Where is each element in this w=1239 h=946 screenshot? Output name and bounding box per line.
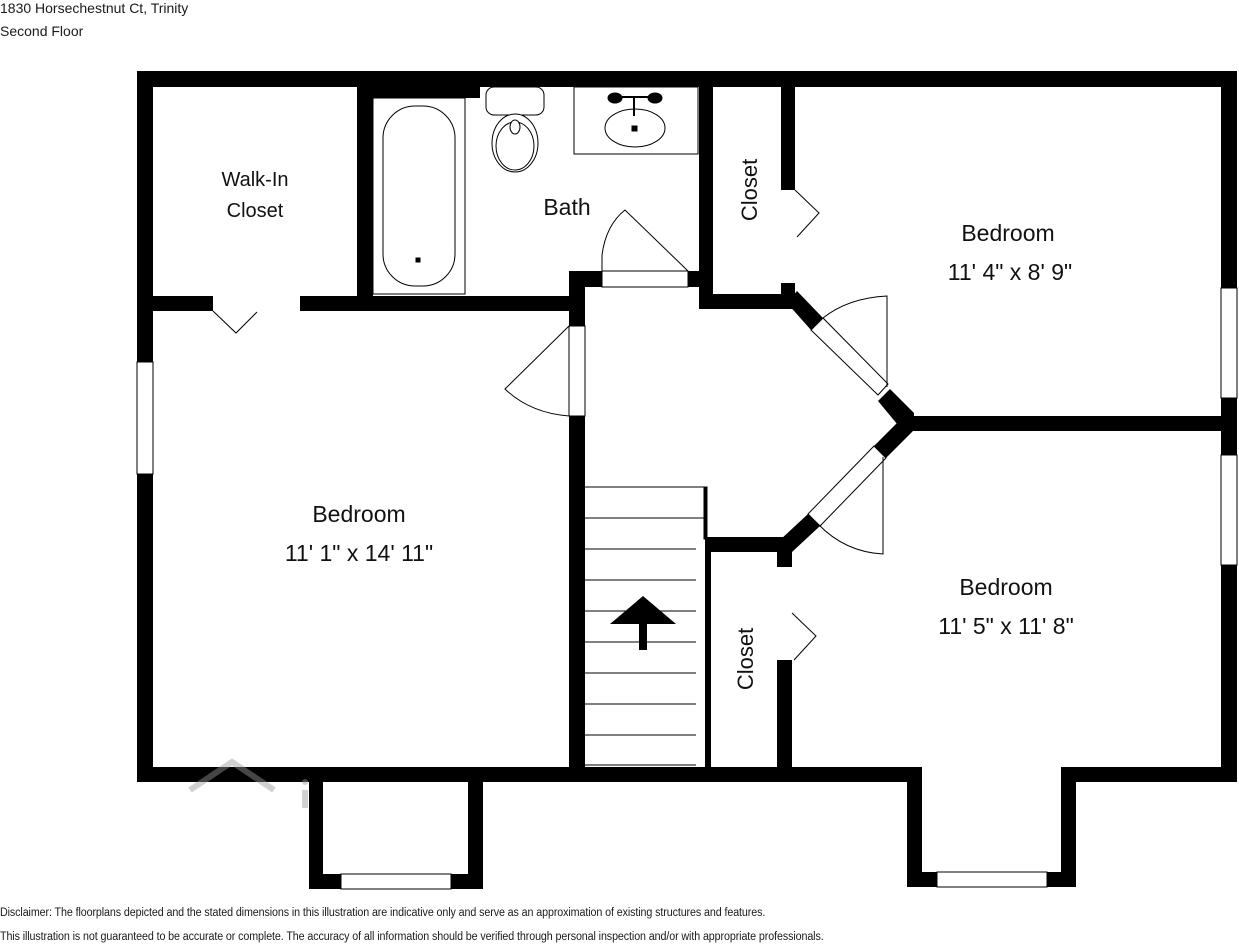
floor-label: Second Floor	[0, 23, 84, 39]
bedroom-left-dims: 11' 1" x 14' 11"	[285, 540, 433, 566]
bedroom-top-right-name: Bedroom	[961, 220, 1054, 246]
bathtub-icon	[372, 97, 466, 295]
bath-label: Bath	[543, 194, 590, 220]
room-labels: Walk-In Closet Bath Closet Bedroom 11' 4…	[221, 159, 1073, 690]
closet-top-label: Closet	[737, 159, 762, 221]
toilet-icon	[485, 86, 545, 173]
disclaimer-line-1: Disclaimer: The floorplans depicted and …	[0, 907, 766, 919]
bedroom-bottom-right-dims: 11' 5" x 11' 8"	[938, 613, 1074, 639]
window-bottom-right-bay	[936, 871, 1048, 888]
window-right-wall-bottom	[1220, 454, 1238, 566]
bedroom-left-name: Bedroom	[312, 501, 405, 527]
doors	[212, 189, 889, 661]
window-left-wall	[136, 361, 154, 475]
bedroom-bottom-right-name: Bedroom	[959, 574, 1052, 600]
walk-in-closet-label-line1: Walk-In	[221, 169, 288, 191]
bedroom-top-right-dims: 11' 4" x 8' 9"	[948, 259, 1072, 285]
walk-in-closet-label-line2: Closet	[227, 200, 284, 222]
window-right-wall-top	[1220, 287, 1238, 399]
closet-bottom-label: Closet	[733, 628, 758, 690]
disclaimer-line-2: This illustration is not guaranteed to b…	[0, 931, 824, 943]
watermark	[188, 758, 308, 808]
window-bottom-left-bay	[340, 873, 452, 890]
property-address: 1830 Horsechestnut Ct, Trinity	[0, 0, 189, 16]
windows	[136, 287, 1238, 890]
stairs-up-arrow-icon	[610, 596, 676, 650]
sink-icon	[573, 86, 699, 155]
